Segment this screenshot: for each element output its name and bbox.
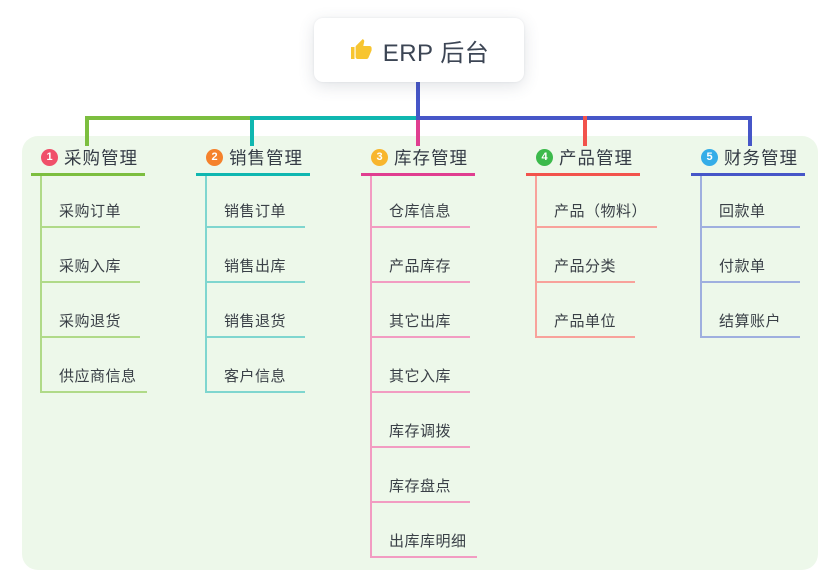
branch-product-header[interactable]: 4 产品管理 [526,147,640,176]
mindmap-item[interactable]: 销售退货 [207,283,305,338]
mindmap-item[interactable]: 库存盘点 [372,448,470,503]
branch-sales: 2 销售管理 销售订单 销售出库 销售退货 客户信息 [196,147,361,393]
mindmap-item[interactable]: 产品（物料） [537,176,658,228]
branch-sales-items: 销售订单 销售出库 销售退货 客户信息 [205,176,361,393]
branches-panel [22,136,818,570]
connector-horizontal-green [85,116,254,120]
mindmap-item[interactable]: 结算账户 [702,283,800,338]
connector-drop-branch-1 [85,116,89,146]
connector-horizontal-teal [250,116,418,120]
mindmap-item[interactable]: 供应商信息 [42,338,147,393]
mindmap-item[interactable]: 客户信息 [207,338,305,393]
branch-title: 产品管理 [559,148,633,168]
mindmap-item[interactable]: 其它入库 [372,338,470,393]
mindmap-item[interactable]: 产品库存 [372,228,470,283]
connector-drop-branch-4 [583,116,587,146]
mindmap-item[interactable]: 采购入库 [42,228,140,283]
branch-purchase-header[interactable]: 1 采购管理 [31,147,145,176]
mindmap-item[interactable]: 回款单 [702,176,800,228]
mindmap-item[interactable]: 仓库信息 [372,176,470,228]
mindmap-item[interactable]: 采购退货 [42,283,140,338]
branch-title: 采购管理 [64,148,138,168]
branch-product-items: 产品（物料） 产品分类 产品单位 [535,176,691,338]
mindmap-item[interactable]: 库存调拨 [372,393,470,448]
branch-title: 库存管理 [394,148,468,168]
branch-title: 销售管理 [229,148,303,168]
branch-inventory-items: 仓库信息 产品库存 其它出库 其它入库 库存调拨 库存盘点 出库库明细 [370,176,526,558]
branch-finance-items: 回款单 付款单 结算账户 [700,176,839,338]
branch-badge: 3 [371,149,388,166]
branch-inventory: 3 库存管理 仓库信息 产品库存 其它出库 其它入库 库存调拨 库存盘点 出库库… [361,147,526,558]
mindmap-item[interactable]: 付款单 [702,228,800,283]
connector-root-drop [416,82,420,118]
branch-inventory-header[interactable]: 3 库存管理 [361,147,475,176]
connector-drop-branch-3 [416,120,420,146]
branch-purchase-items: 采购订单 采购入库 采购退货 供应商信息 [40,176,196,393]
mindmap-item[interactable]: 销售订单 [207,176,305,228]
mindmap-item[interactable]: 出库库明细 [372,503,477,558]
branch-badge: 5 [701,149,718,166]
mindmap-item[interactable]: 销售出库 [207,228,305,283]
mindmap-item[interactable]: 采购订单 [42,176,140,228]
thumbs-up-icon [349,38,373,62]
branch-sales-header[interactable]: 2 销售管理 [196,147,310,176]
mindmap-item[interactable]: 其它出库 [372,283,470,338]
branch-purchase: 1 采购管理 采购订单 采购入库 采购退货 供应商信息 [31,147,196,393]
branch-title: 财务管理 [724,148,798,168]
branch-product: 4 产品管理 产品（物料） 产品分类 产品单位 [526,147,691,338]
branch-badge: 1 [41,149,58,166]
root-node-label: ERP 后台 [382,39,490,67]
mindmap-item[interactable]: 产品分类 [537,228,635,283]
connector-drop-branch-2 [250,116,254,146]
branch-badge: 2 [206,149,223,166]
connector-drop-branch-5 [748,116,752,146]
root-node[interactable]: ERP 后台 [314,18,524,82]
mindmap-item[interactable]: 产品单位 [537,283,635,338]
branch-finance-header[interactable]: 5 财务管理 [691,147,805,176]
branch-badge: 4 [536,149,553,166]
branch-finance: 5 财务管理 回款单 付款单 结算账户 [691,147,839,338]
